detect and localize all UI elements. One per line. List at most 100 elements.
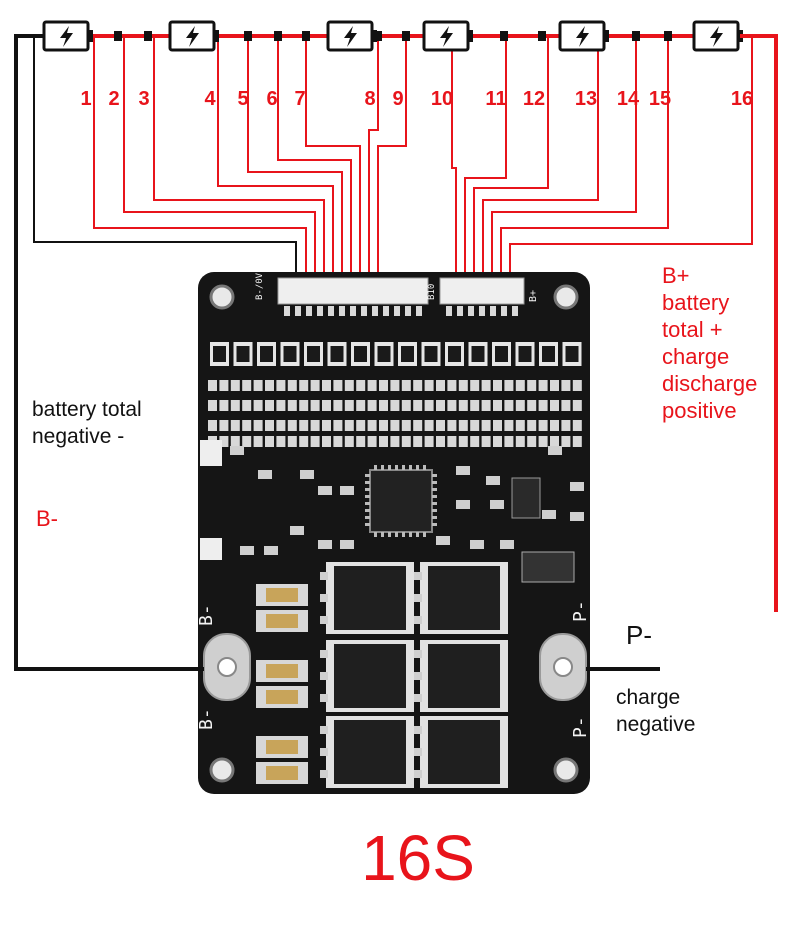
tap-number: 10 (431, 88, 453, 110)
connector-mid-label: B10 (427, 284, 437, 300)
balance-wire (451, 36, 457, 290)
battery-cell-terminal (214, 30, 219, 42)
smd-part (548, 446, 562, 455)
smd-part (208, 400, 217, 411)
connector-pin (394, 306, 400, 316)
balance-resistor-body (236, 346, 250, 362)
smd-part (493, 400, 502, 411)
mcu-pin (365, 502, 370, 505)
smd-part (527, 436, 537, 447)
smd-part (230, 380, 240, 391)
smd-part (424, 436, 434, 447)
balance-wire (509, 36, 753, 290)
mcu-pin (381, 532, 384, 537)
smd-part (253, 400, 263, 411)
mcu-pin (365, 495, 370, 498)
smd-part (344, 436, 354, 447)
lightning-bolt-icon (710, 26, 723, 47)
smd-part (265, 420, 274, 431)
smd-part (344, 400, 354, 411)
balance-wire (153, 36, 325, 290)
mosfet-leg (320, 572, 328, 580)
smd-part (390, 380, 400, 391)
mcu-pin (381, 465, 384, 470)
mosfet-leg (320, 748, 328, 756)
smd-part (208, 420, 217, 431)
connector-pin (284, 306, 290, 316)
smd-part (253, 420, 263, 431)
smd-part (242, 420, 252, 431)
mcu-pin (416, 465, 419, 470)
lightning-bolt-icon (576, 26, 589, 47)
tap-number: 11 (485, 88, 506, 110)
mount-hole-tr (553, 284, 579, 310)
smd-part (265, 400, 274, 411)
smd-part (470, 436, 480, 447)
connector-pin (383, 306, 389, 316)
smd-part (322, 380, 331, 391)
shunt-resistor-body (266, 766, 298, 780)
smd-part (515, 420, 525, 431)
bus-junction (538, 31, 546, 41)
mosfet-leg (414, 616, 422, 624)
smd-part (481, 420, 491, 431)
connector-pin (295, 306, 301, 316)
mcu-chip (369, 469, 433, 533)
connector-pin (328, 306, 334, 316)
mosfet-leg (414, 770, 422, 778)
smd-part (401, 420, 411, 431)
smd-part (550, 400, 559, 411)
p-minus-description: charge negative (616, 684, 695, 738)
silk-b-minus-bottom: B- (196, 708, 217, 730)
battery-cell-terminal (468, 30, 473, 42)
mcu-pin (388, 465, 391, 470)
mosfet-body (334, 566, 406, 630)
smd-part (276, 436, 286, 447)
smd-part (264, 546, 278, 555)
mcu-pin (365, 488, 370, 491)
regulator (521, 551, 575, 583)
mcu-pin (416, 532, 419, 537)
smd-part (493, 436, 502, 447)
mcu-pin (365, 474, 370, 477)
diagram-title: 16S (361, 822, 475, 894)
mosfet-leg (414, 726, 422, 734)
smd-part (333, 420, 343, 431)
smd-part (318, 540, 332, 549)
smd-part (470, 400, 480, 411)
smd-part (390, 400, 400, 411)
battery-cell-terminal (88, 30, 93, 42)
smd-part (253, 436, 263, 447)
mcu-pin (374, 532, 377, 537)
balance-resistor-body (495, 346, 508, 362)
balance-wire (368, 36, 379, 290)
smd-part (447, 436, 457, 447)
smd-part (356, 420, 366, 431)
smd-part (290, 526, 304, 535)
smd-part (413, 436, 423, 447)
bus-junction (500, 31, 508, 41)
smd-part (413, 420, 423, 431)
mosfet-leg (414, 672, 422, 680)
balance-resistor-body (542, 346, 555, 362)
balance-wire (123, 36, 316, 290)
balance-wire (491, 36, 637, 290)
smd-part (253, 380, 263, 391)
smd-part (413, 380, 423, 391)
b-plus-line: discharge (662, 371, 758, 396)
smd-part (527, 380, 537, 391)
mosfet-leg (320, 594, 328, 602)
connector-pin (416, 306, 422, 316)
smd-part (367, 436, 377, 447)
balance-wire (473, 36, 549, 290)
smd-part (310, 436, 320, 447)
mosfet-leg (320, 650, 328, 658)
smd-part (481, 400, 491, 411)
mosfet-leg (320, 672, 328, 680)
smd-part (550, 380, 559, 391)
mosfet-leg (320, 616, 328, 624)
b-minus-sense-wire (33, 36, 297, 290)
mcu-pin (388, 532, 391, 537)
smd-part (561, 400, 571, 411)
